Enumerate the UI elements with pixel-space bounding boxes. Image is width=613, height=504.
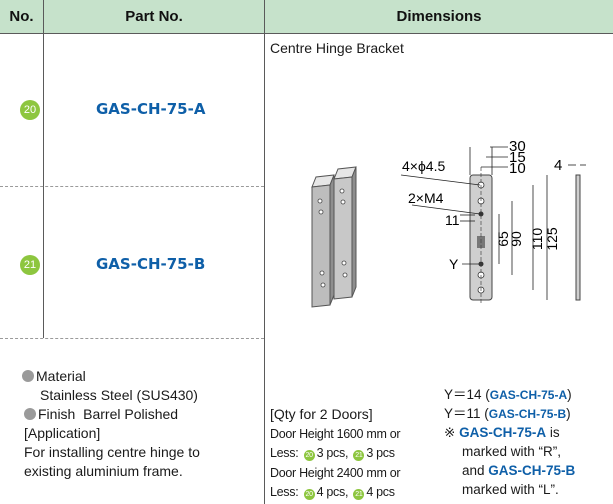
y-note-a: Y＝14 (GAS-CH-75-A) (444, 387, 572, 402)
product-title: Centre Hinge Bracket (270, 40, 404, 56)
dim-label: 110 (529, 228, 545, 251)
dim-label: 125 (544, 227, 560, 251)
qty-line: Door Height 1600 mm or (270, 427, 401, 441)
part-number: GAS-CH-75-B (96, 255, 206, 273)
finish-label: Finish Barrel Polished (24, 405, 178, 423)
divider-part (264, 0, 265, 504)
bracket-side-view (568, 164, 586, 301)
bracket-front-view (469, 167, 493, 303)
application-text: existing aluminium frame. (24, 463, 183, 479)
dim-label: 90 (508, 231, 524, 247)
dim-label: 15 (509, 149, 526, 166)
y-label: Y (449, 256, 459, 272)
marking-note: marked with “R”, (462, 444, 562, 459)
material-value: Stainless Steel (SUS430) (40, 387, 198, 403)
divider-no (43, 0, 44, 338)
application-label: [Application] (24, 425, 101, 441)
dim-label: 11 (445, 212, 460, 228)
row-divider (0, 186, 264, 187)
hole-label: 4×ϕ4.5 (402, 158, 445, 174)
dim-label: 4 (554, 157, 562, 174)
qty-title: [Qty for 2 Doors] (270, 406, 373, 422)
dim-label: 65 (495, 231, 511, 247)
dim-label: 30 (509, 138, 526, 155)
marking-note: marked with “L”. (462, 482, 559, 497)
bracket-illustration (311, 166, 357, 308)
dim-label: 10 (509, 160, 526, 177)
item-number-badge: 20 (20, 100, 40, 120)
marking-note: and GAS-CH-75-B (462, 463, 576, 478)
bracket-drawing: 30 15 10 4×ϕ4.5 2×M4 11 Y 65 90 110 125 … (311, 138, 586, 308)
application-text: For installing centre hinge to (24, 444, 200, 460)
qty-line: Door Height 2400 mm or (270, 466, 401, 480)
material-label: Material (22, 367, 86, 385)
thread-label: 2×M4 (408, 190, 444, 206)
header-no: No. (0, 0, 43, 34)
marking-note: ※ GAS-CH-75-A is (444, 425, 560, 440)
row-divider (0, 338, 264, 339)
part-number: GAS-CH-75-A (96, 100, 206, 118)
header-part-no: Part No. (43, 0, 265, 34)
item-number-badge: 21 (20, 255, 40, 275)
header-dimensions: Dimensions (265, 0, 613, 34)
y-note-b: Y＝11 (GAS-CH-75-B) (444, 406, 571, 421)
